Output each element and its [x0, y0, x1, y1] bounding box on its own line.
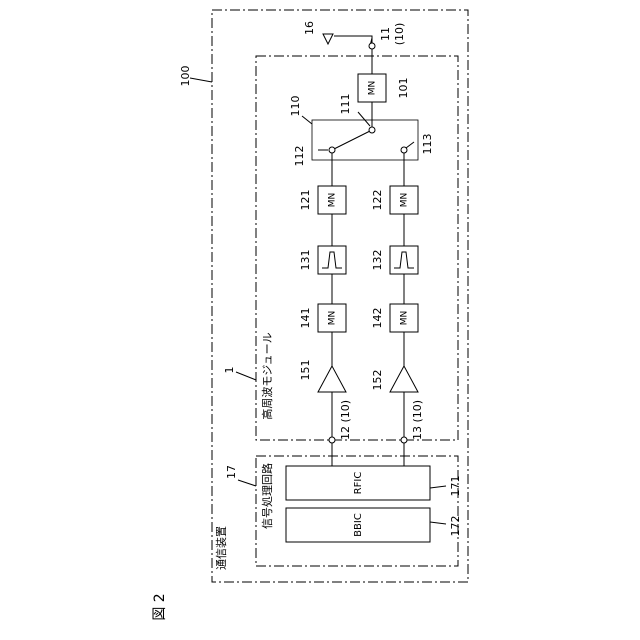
- terminal-112: [329, 147, 335, 153]
- terminal-113: [401, 147, 407, 153]
- ref-131: 131: [299, 250, 312, 271]
- filter-131: [318, 246, 346, 274]
- terminal-11: [369, 43, 375, 49]
- module-title: 高周波モジュール: [260, 332, 274, 419]
- ref-151: 151: [299, 360, 312, 381]
- ref-11: 11: [379, 27, 392, 41]
- bbic-label: BBIC: [353, 513, 364, 537]
- mn-122-label: MN: [400, 193, 410, 208]
- wires: [190, 36, 446, 524]
- ref-113: 113: [421, 134, 434, 155]
- ref-152: 152: [371, 370, 384, 391]
- ref-132: 132: [371, 250, 384, 271]
- mn-142-label: MN: [400, 311, 410, 326]
- ref-12: 12 (10): [339, 400, 352, 440]
- ref-142: 142: [371, 308, 384, 329]
- antenna-icon: [323, 34, 333, 44]
- mn-141-label: MN: [328, 311, 338, 326]
- ref-111: 111: [339, 94, 352, 115]
- ref-112: 112: [293, 146, 306, 167]
- mn-101-label: MN: [368, 81, 378, 96]
- mn-121-label: MN: [328, 193, 338, 208]
- ref-100: 100: [179, 66, 192, 87]
- ref-17: 17: [225, 465, 238, 479]
- ref-141: 141: [299, 308, 312, 329]
- reference-numerals: 100 1 17 16 11 (10) 101 110 111 112 113 …: [179, 21, 462, 537]
- ref-1: 1: [223, 367, 236, 374]
- device-title: 通信装置: [215, 526, 228, 570]
- ref-110: 110: [289, 96, 302, 117]
- switch-box: [312, 120, 418, 160]
- amplifier-151: [318, 366, 346, 392]
- module-boundary: [256, 56, 458, 440]
- filter-132: [390, 246, 418, 274]
- ref-121: 121: [299, 190, 312, 211]
- terminal-12: [329, 437, 335, 443]
- rfic-label: RFIC: [353, 472, 364, 495]
- ref-16: 16: [303, 21, 316, 35]
- amplifier-152: [390, 366, 418, 392]
- ref-13: 13 (10): [411, 400, 424, 440]
- ref-122: 122: [371, 190, 384, 211]
- ref-172: 172: [449, 516, 462, 537]
- figure-label: 図 2: [152, 593, 168, 620]
- ref-11-paren: (10): [393, 23, 406, 46]
- ref-171: 171: [449, 476, 462, 497]
- terminal-13: [401, 437, 407, 443]
- terminal-111: [369, 127, 375, 133]
- signal-circuit-title: 信号処理回路: [261, 463, 274, 529]
- ref-101: 101: [397, 78, 410, 99]
